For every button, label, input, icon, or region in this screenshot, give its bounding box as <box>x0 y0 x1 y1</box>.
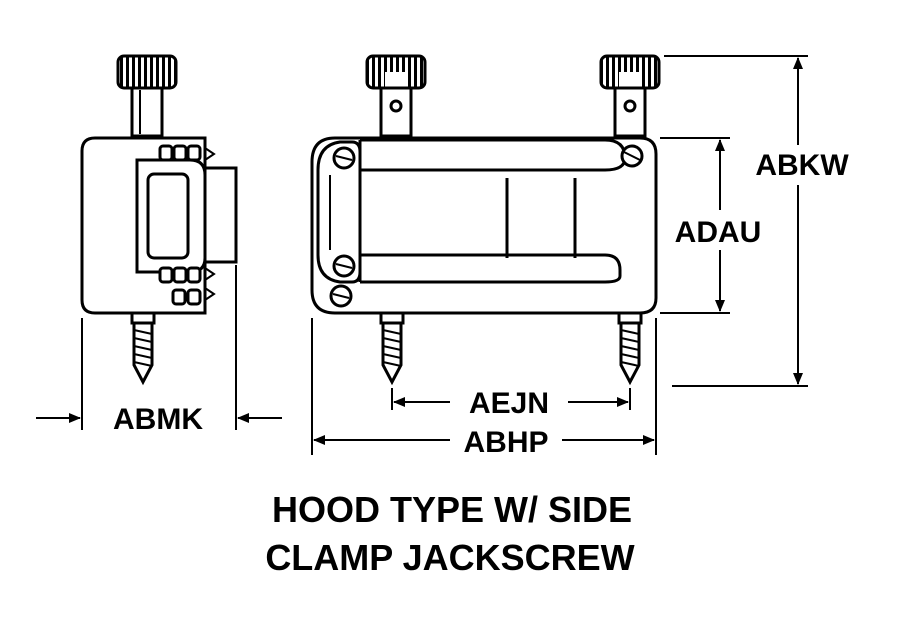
aejn-label: AEJN <box>469 387 549 420</box>
abkw-label: ABKW <box>755 149 849 182</box>
hood-body <box>310 136 658 315</box>
side-view <box>80 54 238 386</box>
side-thumb-knob <box>116 54 178 138</box>
front-right-jackscrew <box>617 311 643 386</box>
abhp-label: ABHP <box>463 426 548 459</box>
aejn-dimension: AEJN <box>391 387 631 420</box>
front-left-thumb-knob <box>365 54 427 138</box>
hood-end-cap <box>316 140 362 284</box>
caption-line-2: CLAMP JACKSCREW <box>265 537 634 578</box>
front-right-thumb-knob <box>599 54 661 138</box>
front-view <box>310 54 661 386</box>
adau-dimension: ADAU <box>660 137 762 314</box>
front-left-jackscrew <box>379 311 405 386</box>
side-jackscrew <box>130 311 156 386</box>
adau-label: ADAU <box>675 216 762 249</box>
abkw-dimension: ABKW <box>664 55 849 387</box>
side-screw-heads <box>158 144 216 306</box>
abmk-label: ABMK <box>113 403 203 436</box>
hood-screws <box>329 144 644 308</box>
abhp-dimension: ABHP <box>311 318 657 459</box>
caption-line-1: HOOD TYPE W/ SIDE <box>272 489 632 530</box>
abmk-dimension: ABMK <box>36 265 282 436</box>
